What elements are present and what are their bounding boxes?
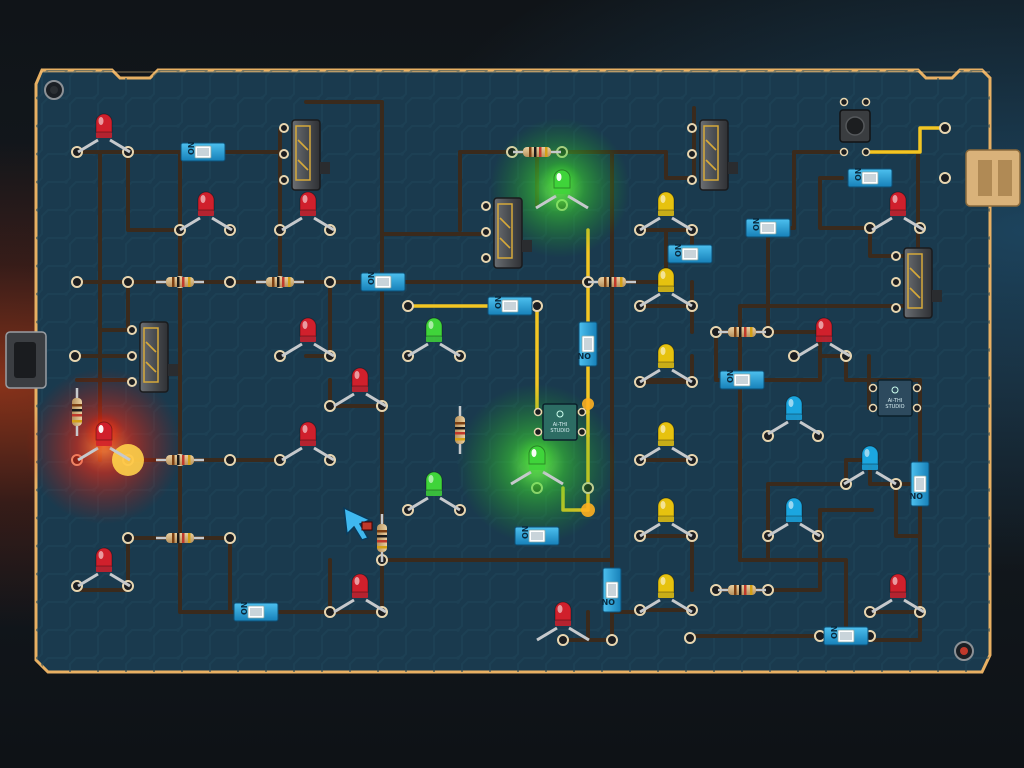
- resistor-8: [718, 585, 766, 595]
- relay-5[interactable]: [891, 247, 942, 319]
- slide-switch-10[interactable]: ON: [823, 626, 869, 646]
- led-green-13[interactable]: [535, 160, 589, 210]
- switch-on-label: ON: [910, 491, 924, 500]
- slide-switch-5[interactable]: ON: [233, 602, 279, 622]
- resistor-5: [156, 533, 204, 543]
- led-green-14[interactable]: [510, 436, 564, 486]
- pointer-cursor-icon: [343, 506, 373, 541]
- switch-on-label: ON: [726, 370, 735, 384]
- led-red-1[interactable]: [77, 113, 131, 154]
- switch-on-label: ON: [187, 142, 196, 156]
- resistor-vertical-2: [455, 406, 465, 454]
- slide-switch-6[interactable]: ON: [667, 244, 713, 264]
- switch-on-label: ON: [674, 244, 683, 258]
- led-red-21[interactable]: [797, 317, 851, 358]
- slide-switch-9[interactable]: ON: [719, 370, 765, 390]
- switch-on-label: ON: [602, 597, 616, 606]
- switch-on-label: ON: [367, 272, 376, 286]
- led-red-9[interactable]: [333, 573, 387, 614]
- power-port-left: [5, 331, 47, 389]
- chip-label-2: STUDIO: [885, 404, 904, 410]
- led-red-22[interactable]: [871, 191, 925, 232]
- slide-switch-vertical-2[interactable]: ON: [602, 567, 622, 613]
- led-green-12[interactable]: [407, 471, 461, 512]
- slide-switch-8[interactable]: ON: [847, 168, 893, 188]
- usb-port-right: [965, 149, 1021, 207]
- switch-on-label: ON: [240, 602, 249, 616]
- switch-on-label: ON: [830, 626, 839, 640]
- switch-on-label: ON: [578, 351, 592, 360]
- led-red-8[interactable]: [77, 547, 131, 588]
- led-yellow-19[interactable]: [639, 497, 693, 538]
- led-red-3[interactable]: [281, 191, 335, 232]
- resistor-vertical-3: [377, 514, 387, 562]
- switch-on-label: ON: [854, 168, 863, 182]
- led-green-11[interactable]: [407, 317, 461, 358]
- resistor-1: [513, 147, 561, 157]
- slide-switch-3[interactable]: ON: [487, 296, 533, 316]
- led-yellow-17[interactable]: [639, 343, 693, 384]
- led-blue-24[interactable]: [767, 395, 821, 436]
- screw-hole: [44, 80, 64, 100]
- led-blue-26[interactable]: [767, 497, 821, 538]
- resistor-7: [718, 327, 766, 337]
- slide-switch-7[interactable]: ON: [745, 218, 791, 238]
- relay-2[interactable]: [481, 197, 532, 269]
- slide-switch-vertical-1[interactable]: ON: [578, 321, 598, 367]
- switch-on-label: ON: [494, 296, 503, 310]
- led-red-6[interactable]: [281, 421, 335, 462]
- resistor-4: [156, 455, 204, 465]
- resistor-3: [256, 277, 304, 287]
- push-button[interactable]: [839, 97, 871, 157]
- resistor-2: [156, 277, 204, 287]
- slide-switch-2[interactable]: ON: [360, 272, 406, 292]
- switch-on-label: ON: [752, 218, 761, 232]
- led-red-4[interactable]: [281, 317, 335, 358]
- screw-hole: [954, 641, 974, 661]
- relay-4[interactable]: [687, 119, 738, 191]
- led-red-7[interactable]: [77, 412, 131, 462]
- relay-3[interactable]: [127, 321, 178, 393]
- led-blue-25[interactable]: [843, 445, 897, 486]
- led-red-2[interactable]: [179, 191, 233, 232]
- switch-on-label: ON: [521, 526, 530, 540]
- led-yellow-20[interactable]: [639, 573, 693, 614]
- chip-label-2: STUDIO: [550, 428, 569, 434]
- led-yellow-18[interactable]: [639, 421, 693, 462]
- resistor-6: [588, 277, 636, 287]
- led-red-23[interactable]: [871, 573, 925, 614]
- led-yellow-16[interactable]: [639, 267, 693, 308]
- relay-1[interactable]: [279, 119, 330, 191]
- resistor-vertical-1: [72, 388, 82, 436]
- slide-switch-4[interactable]: ON: [514, 526, 560, 546]
- chip-label-1: Ai-THI: [553, 422, 567, 428]
- slide-switch-vertical-3[interactable]: ON: [910, 461, 930, 507]
- led-red-5[interactable]: [333, 367, 387, 408]
- led-red-10[interactable]: [536, 601, 590, 642]
- led-yellow-15[interactable]: [639, 191, 693, 232]
- slide-switch-1[interactable]: ON: [180, 142, 226, 162]
- chip-label-1: Ai-THI: [888, 398, 902, 404]
